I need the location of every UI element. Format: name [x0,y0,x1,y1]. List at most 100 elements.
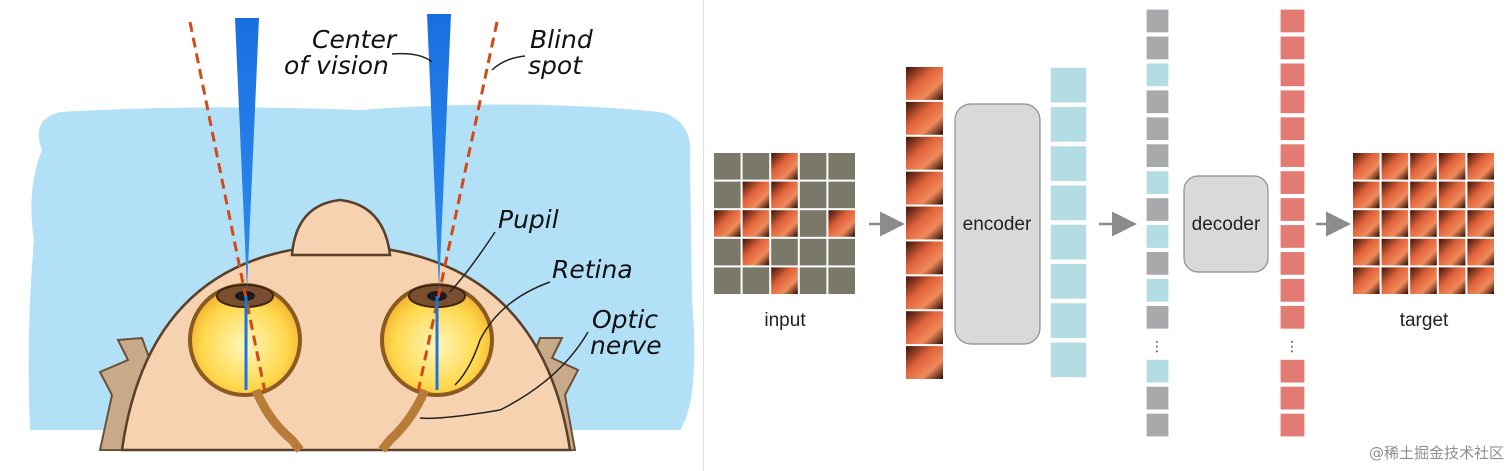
visible-patch [742,210,770,237]
leader-blind [491,55,526,71]
visible-patch-token [906,101,943,135]
left-optic-nerve [251,388,304,453]
visible-patch [828,210,855,237]
decoder-output-ellipsis: ⋮ [1285,339,1299,355]
label-center-line2: of vision [284,51,389,80]
label-encoder: encoder [963,214,1032,235]
masked-patch [828,153,855,180]
visible-patch-token [906,67,943,100]
reconstructed-token [1279,196,1306,223]
label-center-line1: Center [312,25,398,54]
reconstructed-token [1279,35,1306,61]
reconstructed-token [1279,170,1306,196]
right-vision-ray [427,14,451,290]
encoded-token [1145,170,1170,196]
target-patch [1467,267,1494,294]
encoder-token [1049,66,1088,104]
visible-patch [742,181,770,209]
reconstructed-token [1279,143,1306,169]
eye-diagram-panel: Center of vision Blind spot Pupil Retina… [0,0,703,471]
reconstructed-token [1279,277,1306,303]
masked-patch [742,267,770,294]
visible-patch-token [906,241,943,275]
target-patch [1410,238,1437,266]
masked-patch [714,238,741,266]
mask-token [1145,385,1170,411]
decoder-input-tokens: ⋮ [1145,8,1170,438]
visible-patch-token [906,311,943,345]
target-patch [1353,181,1380,209]
mask-token [1145,8,1170,34]
leader-optic [419,331,589,420]
visible-patches-column [906,67,943,379]
label-target: target [1400,310,1449,331]
encoded-token [1145,223,1170,250]
visible-patch [771,267,798,294]
reconstructed-token [1279,385,1306,411]
visible-patch [771,153,798,180]
visible-patch [771,181,798,209]
visible-patch [771,210,798,237]
label-optic-line2: nerve [590,331,662,360]
mask-token [1145,412,1170,438]
visible-patch-token [906,136,943,170]
visible-patch-token [906,346,943,379]
leader-center [391,52,433,63]
masked-patch [771,238,798,266]
target-patch [1410,267,1437,294]
masked-patch [799,238,827,266]
reconstructed-token [1279,412,1306,438]
mae-diagram: input encoder ⋮ decoder ⋮ target [714,8,1504,462]
reconstructed-token [1279,304,1306,330]
target-patch [1381,181,1409,209]
target-patch [1467,238,1494,266]
eye-diagram: Center of vision Blind spot Pupil Retina… [28,14,695,453]
target-patch [1438,267,1466,294]
encoder-token [1049,105,1088,144]
target-patch [1467,153,1494,180]
label-retina: Retina [552,255,633,284]
masked-patch [799,267,827,294]
reconstructed-token [1279,358,1306,384]
nose [290,198,392,257]
visible-patch [742,238,770,266]
label-input: input [764,310,806,331]
target-patch [1467,181,1494,209]
encoder-token [1049,262,1088,301]
encoded-token [1145,277,1170,303]
encoder-token [1049,341,1088,379]
leader-pupil [449,231,496,293]
decoder-output-tokens: ⋮ [1279,8,1306,438]
decoder-block [1183,175,1269,273]
decoder-input-ellipsis: ⋮ [1150,339,1164,355]
label-blind-line1: Blind [530,25,593,54]
masked-patch [799,181,827,209]
masked-patch [828,267,855,294]
label-pupil: Pupil [498,205,559,234]
target-patch [1438,181,1466,209]
encoder-token [1049,184,1088,222]
mask-token [1145,35,1170,61]
visible-patch-token [906,171,943,205]
target-patch [1381,210,1409,237]
input-patch-grid [714,153,855,294]
mask-token [1145,143,1170,169]
reconstructed-token [1279,62,1306,88]
target-patch [1410,153,1437,180]
masked-patch [828,181,855,209]
target-patch [1438,153,1466,180]
left-vision-ray [235,18,259,290]
encoder-output-tokens [1049,66,1088,379]
reconstructed-token [1279,223,1306,250]
visible-patch-token [906,206,943,240]
leader-retina [454,281,551,386]
encoder-token [1049,301,1088,340]
reconstructed-token [1279,89,1306,115]
target-patch [1353,153,1380,180]
masked-patch [828,238,855,266]
target-patch-grid [1353,153,1494,294]
target-patch [1438,238,1466,266]
encoder-block [954,103,1041,345]
target-patch [1381,153,1409,180]
